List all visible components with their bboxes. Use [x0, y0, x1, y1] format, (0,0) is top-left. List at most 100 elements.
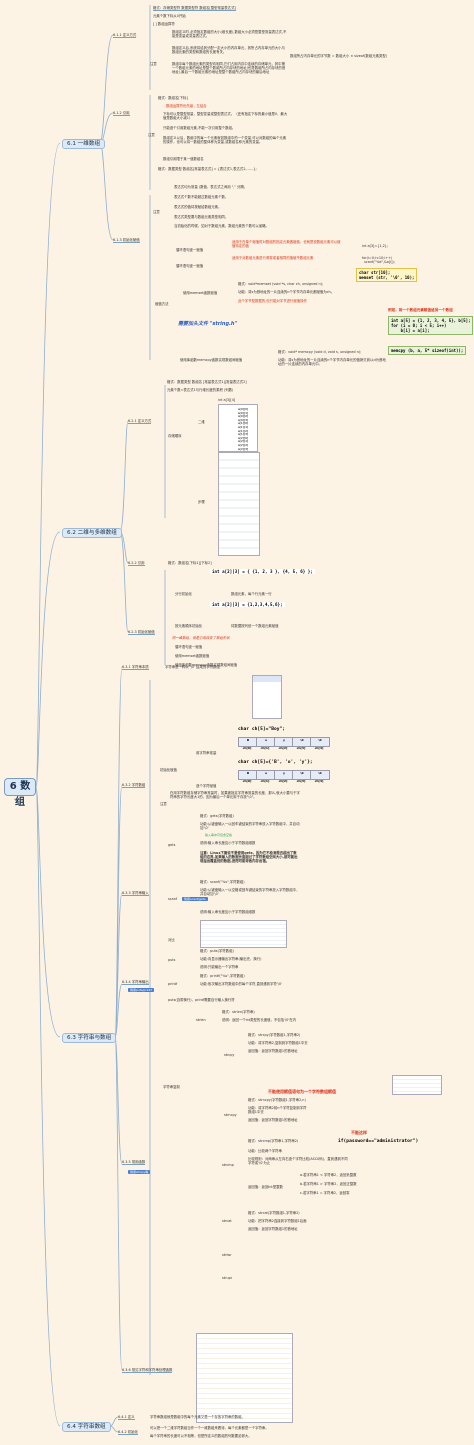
s61-sub3[interactable]: 6.1.3 初始化赋值	[113, 238, 140, 244]
s63-strlen-0: 格式：strlen(字符串)	[222, 1010, 255, 1014]
s63-cmp: 对比	[168, 938, 175, 942]
s63-code-b: char ch[5]={'B', 'o', 'y'};	[238, 760, 313, 765]
grid-cell: a[2][2]	[237, 443, 249, 447]
s61-memset-fn: 功能：将s为首地址的一片连续的n个字节内存单元都赋值为ch。	[238, 290, 335, 294]
s63-gets-3: 说明:输入串长度应小于字符数组维数	[200, 841, 256, 845]
s63-strncpy-1: 功能：将字符串2前n个字符复制到字符数组1中去	[248, 1106, 307, 1115]
s61-ref-item-4: 数组定义以后，数组中的每一个元素就如数组中的一个变量,可以对数组的每个元素的操作…	[163, 136, 287, 145]
s62-sub2[interactable]: 6.2.2 引用	[128, 561, 145, 567]
section-6-1[interactable]: 6.1 一维数组	[62, 139, 106, 149]
s63-cmp-ret-1: b.若字符串1 > 字符串2，返回正整数	[300, 1182, 357, 1186]
grid-cell: a[2][0]	[237, 435, 249, 440]
s62-code-b: int a[2][3] = {1,2,3,4,5,6};	[210, 602, 285, 607]
s61-sub2[interactable]: 6.1.2 引用	[113, 111, 130, 117]
s64-sub2[interactable]: 6.4.2 初始化	[118, 1430, 138, 1436]
s63-cmp-ret-2: c.若字符串1 = 字符串2，返回零	[300, 1191, 350, 1195]
array-cell: \0	[310, 770, 330, 780]
s61-memcpy-fn: 功能：将s为首地址的一片连续的n个字节内存单元的值拷贝到以d为首地址的一片连续的…	[278, 358, 386, 367]
s63-scanf-0: 格式：scanf("%s",字符数组)	[200, 880, 245, 884]
s63-code-cmp-caption: 不能这样	[351, 1130, 367, 1135]
array-head: ch[2]	[278, 746, 288, 750]
s64-def: 字符串数组就是数组中的每个元素又是一个存放字符串的数组。	[150, 1415, 245, 1419]
array-head: ch[1]	[260, 746, 270, 750]
s63-puts-0: 格式：puts(字符数组)	[200, 949, 234, 953]
section-6-4[interactable]: 6.4 字符串数组	[62, 1422, 111, 1432]
s62-seq-note: 将数据按列依一个数组元素赋值	[231, 624, 279, 628]
s62-loop: 循环语句逐一赋值	[175, 645, 203, 649]
s62-code-a: int a[2][3] = { {1, 2, 3 }, {4, 5, 6} };	[210, 569, 315, 574]
s63-strncpy-0: 格式：strncpy(字符数组1,字符串2,n)	[248, 1098, 306, 1102]
s63-gets-warn: 注意：Linux下面说不要使用gets，因为它不检测是否超出了数组的边界,如果输…	[200, 851, 298, 864]
s63-gets-1: 功能:从键盘输入一以回车键结束的字符串放入字符数组中，并自动加'\0'	[200, 822, 300, 831]
s63-puts-label: puts	[168, 958, 176, 962]
s63-code-cmp: if(password=="administrator")	[338, 1139, 419, 1144]
s61-caption-red: 例如，将一个数组元素赋值给另一个数组	[388, 308, 453, 312]
s61-init-red-0: 适用于在单个赋值时对数组的指定元素做赋值，也就是说数组元素可以赋值特定的值	[232, 240, 341, 249]
grid-cell: a[2][3]	[237, 446, 249, 451]
s63-printf-1: 功能:依次输出字符数组中的每个字符,直到遇到字符'\0'	[200, 982, 282, 986]
array-head: ch[3]	[296, 779, 306, 783]
s61-use-memcpy[interactable]: 使用库函数memcpy函数实现数组间赋值	[180, 358, 243, 362]
grid-cell: a[0][1]	[237, 410, 249, 415]
s62-same: 同一维数组，但是引用改变了数组形状	[172, 636, 230, 640]
s62-seq: 按元素顺序初始化	[175, 624, 203, 628]
s61-methods: 赋值方法	[155, 302, 169, 306]
s62-use-memset[interactable]: 使用memset函数赋值	[175, 654, 210, 658]
s63-sub3[interactable]: 6.3.3 字符串输入	[122, 891, 149, 897]
s63-cmp-table	[200, 920, 287, 948]
s63-warn: 不能使用赋值语句为一个字符数组赋值	[268, 1089, 336, 1095]
root-node[interactable]: 6 数组	[4, 778, 36, 808]
grid-cell: a[0][3]	[237, 417, 249, 422]
s64-init1: 可以把一个二维字符数组当作一个一维数组来看待，每个元素都是一个字符串。	[150, 1426, 269, 1430]
s62-grid-diagram: a[0][0] a[0][1] a[0][2] a[0][3] a[1][0] …	[218, 404, 258, 452]
s62-sub3[interactable]: 6.2.3 初始化赋值	[128, 630, 155, 636]
s63-essence-diagram	[252, 675, 282, 719]
s63-strcpy-2: 返回值：返回字符数组1的首地址	[248, 1049, 298, 1053]
s63-sub6[interactable]: 6.3.6 常见字符和字符串处理函数	[122, 1368, 173, 1374]
s63-array-b: B o y \0 \0 ch[0] ch[1] ch[2] ch[3] ch[4…	[238, 770, 330, 788]
s62-use-memcpy[interactable]: 使用库函数memcpy函数实现数组间赋值	[175, 663, 238, 667]
s61-sub1[interactable]: 6.1.1 定义方式	[113, 33, 137, 39]
s64-init2: 每个字符串的长度可以不相等，但是所定义的数组的列数要足够大。	[150, 1434, 252, 1438]
s63-printf-label: printf	[168, 982, 178, 986]
s62-sub1[interactable]: 6.2.1 定义方式	[128, 419, 152, 425]
root-badge: Array	[14, 797, 23, 801]
s63-init: 初始化赋值	[160, 768, 177, 772]
s63-strcmp-2: 比较规则：对两串从左向右逐个字符比较(ASCII码)，直到遇到不同字符或'\0'…	[248, 1157, 348, 1166]
grid-cell: a[2][1]	[237, 439, 249, 444]
s64-sub1[interactable]: 6.4.1 定义	[118, 1415, 135, 1421]
s61-code1: int a[3]={1,2};	[362, 244, 389, 248]
s62-grid-label: int a[3][4]	[218, 398, 236, 402]
array-head: ch[3]	[296, 746, 306, 750]
s63-copy-diagram	[392, 1075, 442, 1095]
grid-cell: a[0][0]	[237, 407, 249, 411]
s63-strlen-label: strlen	[196, 1018, 206, 1022]
s63-char-const: 逐个字符赋值	[196, 784, 217, 788]
s61-def-item-1: [ ] 数组运算符	[153, 22, 175, 26]
s61-def-item-0: 元素个数下标从0开始	[153, 14, 186, 18]
s61-ref-item-3: 只能逐个引用数组元素,不能一次引用整个数组。	[163, 126, 236, 130]
s63-strcat-0: 格式：strcat(字符数组1,字符串2)	[248, 1211, 300, 1215]
s63-tag-out: 简易puts/printf	[128, 988, 154, 992]
s63-str-const: 用字符串常量	[196, 751, 217, 755]
s63-essence: 字符串是一种以 '\0' 结尾的字符数组	[165, 665, 220, 669]
s61-init-item-1: 表达式均为常量 (数值，表达式之间用 "," 分隔。	[174, 185, 248, 189]
section-6-3[interactable]: 6.3 字符串与数组	[62, 1033, 117, 1043]
s63-sub5[interactable]: 6.3.5 常用函数	[122, 1160, 146, 1166]
s63-sub2[interactable]: 6.3.2 字符数组	[122, 783, 146, 789]
s62-steps: 步骤	[198, 500, 205, 504]
s61-use-memset[interactable]: 使用memset函数赋值	[183, 291, 218, 295]
s63-strcat-label: strcat	[222, 1219, 232, 1223]
s63-strcat-2: 返回值：返回字符数组1的首地址	[248, 1227, 298, 1231]
s61-def-item-3: 数组定义后,系统将给其分配一定大小的内存单元，其所占内存单元的大小与数组元素的类…	[172, 46, 285, 55]
s61-init-item-2: 表达式个数不能超过数组元素个数。	[174, 195, 229, 199]
array-head: ch[1]	[260, 779, 270, 783]
s63-strcpy-0: 格式：strcpy(字符数组1,字符串2)	[248, 1033, 301, 1037]
section-6-2[interactable]: 6.2 二维与多维数组	[62, 528, 122, 538]
s63-sub4[interactable]: 6.3.4 字符串输出	[122, 980, 149, 986]
s63-code-a: char ch[5]="Boy";	[238, 727, 286, 732]
array-head: ch[0]	[242, 779, 252, 783]
s63-sub1[interactable]: 6.3.1 字符串本质	[122, 665, 149, 671]
s61-memset-fmt: 格式：void*memset (void *s, char ch, unsign…	[238, 282, 324, 286]
s61-ref-item-5: 数组引用限于某一值数组名	[163, 157, 204, 161]
